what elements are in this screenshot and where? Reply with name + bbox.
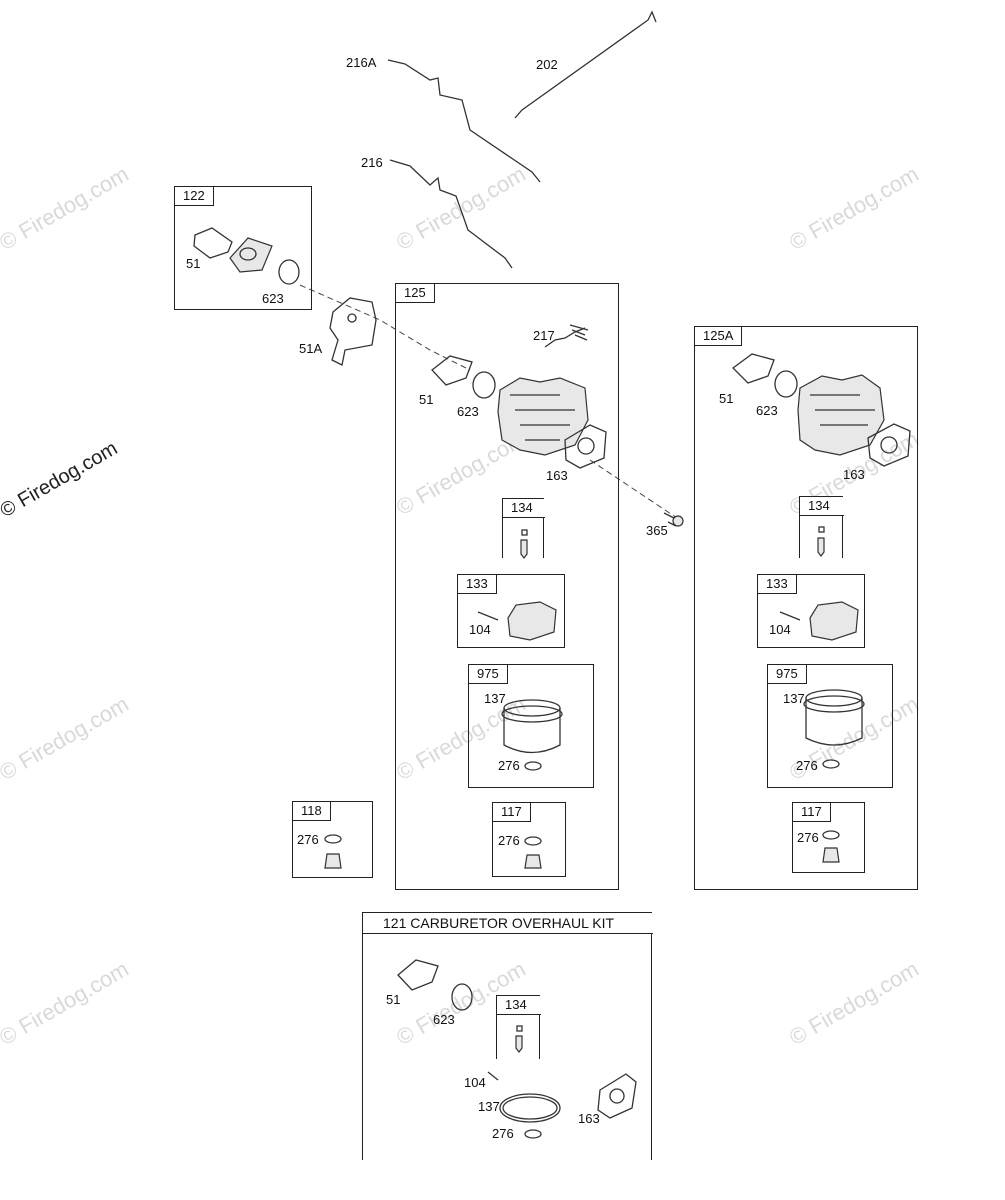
bowl-icon: [805, 698, 863, 746]
part-label: 51: [719, 391, 734, 406]
carburetor-icon: [497, 377, 589, 456]
part-label: 163: [546, 468, 568, 483]
needle-icon: [817, 537, 825, 557]
linkage-216a: [387, 59, 541, 183]
needle-icon: [515, 1035, 523, 1053]
part-label: 216A: [346, 55, 377, 70]
box-header: 122: [175, 187, 214, 206]
part-label: 163: [578, 1111, 600, 1126]
linkage-216: [389, 159, 513, 269]
box-118: 118: [292, 801, 373, 878]
box-header: 125A: [695, 327, 743, 346]
box-header: 134: [800, 497, 844, 516]
box-975: 975: [468, 664, 594, 788]
part-label: 623: [457, 404, 479, 419]
part-label: 276: [297, 832, 319, 847]
part-label: 51A: [299, 341, 323, 356]
box-117: 117: [492, 802, 566, 877]
box-header: 133: [758, 575, 797, 594]
needle-icon: [520, 539, 528, 559]
part-label: 623: [262, 291, 284, 306]
o-ring-icon: [278, 259, 300, 285]
box-134: 134: [496, 995, 541, 1059]
part-label: 104: [464, 1075, 486, 1090]
box-133: 133: [757, 574, 865, 648]
linkage-202: [514, 10, 657, 119]
part-label: 51: [186, 256, 201, 271]
part-label: 104: [469, 622, 491, 637]
box-975: 975: [767, 664, 893, 788]
box-header: 134: [497, 996, 541, 1015]
box-header: 975: [768, 665, 807, 684]
part-label: 51: [386, 992, 401, 1007]
bolt-icon: [672, 515, 684, 527]
box-125: 125: [395, 283, 619, 890]
gasket-icon: [431, 355, 473, 386]
part-label: 137: [478, 1099, 500, 1114]
part-label: 202: [536, 57, 558, 72]
part-label: 276: [498, 833, 520, 848]
spacer-icon: [229, 237, 273, 273]
box-134: 134: [799, 496, 844, 558]
box-header: 134: [503, 499, 545, 518]
box-header: 117: [493, 803, 531, 822]
gasket-icon: [397, 959, 439, 991]
box-header: 125: [396, 284, 435, 303]
part-label: 276: [797, 830, 819, 845]
part-label: 163: [843, 467, 865, 482]
plate-51a-icon: [329, 297, 377, 366]
gasket-icon: [867, 423, 911, 467]
box-133: 133: [457, 574, 565, 648]
o-ring-icon: [499, 1093, 561, 1123]
part-label: 623: [433, 1012, 455, 1027]
bowl-icon: [503, 708, 561, 754]
gasket-icon: [193, 227, 233, 259]
part-label: 51: [419, 392, 434, 407]
part-label: 217: [533, 328, 555, 343]
box-122: 122: [174, 186, 312, 310]
float-bowl-icon: [507, 601, 557, 641]
box-header: 121 CARBURETOR OVERHAUL KIT: [363, 913, 653, 934]
part-label: 365: [646, 523, 668, 538]
box-header: 118: [293, 802, 331, 821]
box-125a: 125A: [694, 326, 918, 890]
box-121-overhaul-kit: 121 CARBURETOR OVERHAUL KIT: [362, 912, 653, 1160]
part-label: 137: [783, 691, 805, 706]
gasket-icon: [564, 424, 607, 469]
gasket-icon: [597, 1073, 637, 1119]
plug-icon: [524, 854, 542, 869]
part-label: 104: [769, 622, 791, 637]
part-label: 623: [756, 403, 778, 418]
box-header: 975: [469, 665, 508, 684]
part-label: 276: [796, 758, 818, 773]
part-label: 137: [484, 691, 506, 706]
box-header: 117: [793, 803, 831, 822]
plug-icon: [822, 847, 840, 863]
plug-icon: [324, 853, 342, 869]
float-bowl-icon: [809, 601, 859, 641]
part-label: 276: [498, 758, 520, 773]
box-134: 134: [502, 498, 545, 558]
box-117: 117: [792, 802, 865, 873]
box-header: 133: [458, 575, 497, 594]
gasket-icon: [732, 353, 775, 384]
part-label: 216: [361, 155, 383, 170]
part-label: 276: [492, 1126, 514, 1141]
